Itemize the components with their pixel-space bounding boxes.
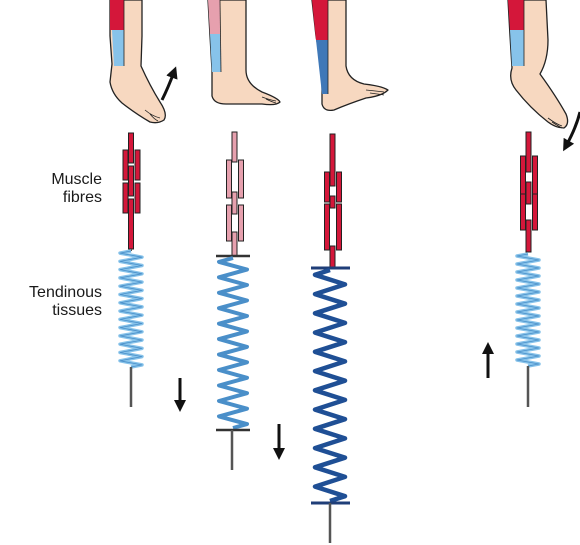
tendon-spring-panel-3 bbox=[311, 266, 350, 505]
tendinous-tissues-label: Tendinous tissues bbox=[6, 284, 102, 320]
foot-neutral bbox=[207, 0, 281, 106]
fibre-panel-1 bbox=[122, 132, 141, 250]
fibre-panel-3 bbox=[324, 133, 342, 269]
tendon-spring-panel-1 bbox=[118, 249, 144, 369]
foot-plantarflexed bbox=[507, 0, 569, 129]
fibre-panel-4 bbox=[520, 131, 538, 253]
arrow-curved-up-icon bbox=[160, 66, 178, 101]
straight-arrows bbox=[174, 342, 494, 460]
foot-loaded bbox=[311, 0, 389, 112]
muscle-fibres-label-line2: fibres bbox=[62, 189, 102, 206]
fibre-panel-2 bbox=[226, 131, 244, 257]
tendon-spring-panel-2 bbox=[216, 254, 250, 432]
rods-group bbox=[129, 366, 530, 543]
muscle-fibres-label: Muscle fibres bbox=[10, 171, 102, 207]
tendinous-tissues-label-line1: Tendinous bbox=[29, 284, 102, 301]
arrow-curved-down-icon bbox=[563, 111, 580, 152]
tendinous-tissues-label-line2: tissues bbox=[52, 302, 102, 319]
foot-dorsiflexed bbox=[109, 0, 166, 124]
tendinous-tissues-group bbox=[118, 249, 541, 505]
tendon-spring-panel-4 bbox=[515, 252, 541, 368]
feet-illustrations bbox=[109, 0, 569, 129]
muscle-fibres-label-line1: Muscle bbox=[51, 171, 102, 188]
muscle-fibres-group bbox=[122, 131, 538, 269]
